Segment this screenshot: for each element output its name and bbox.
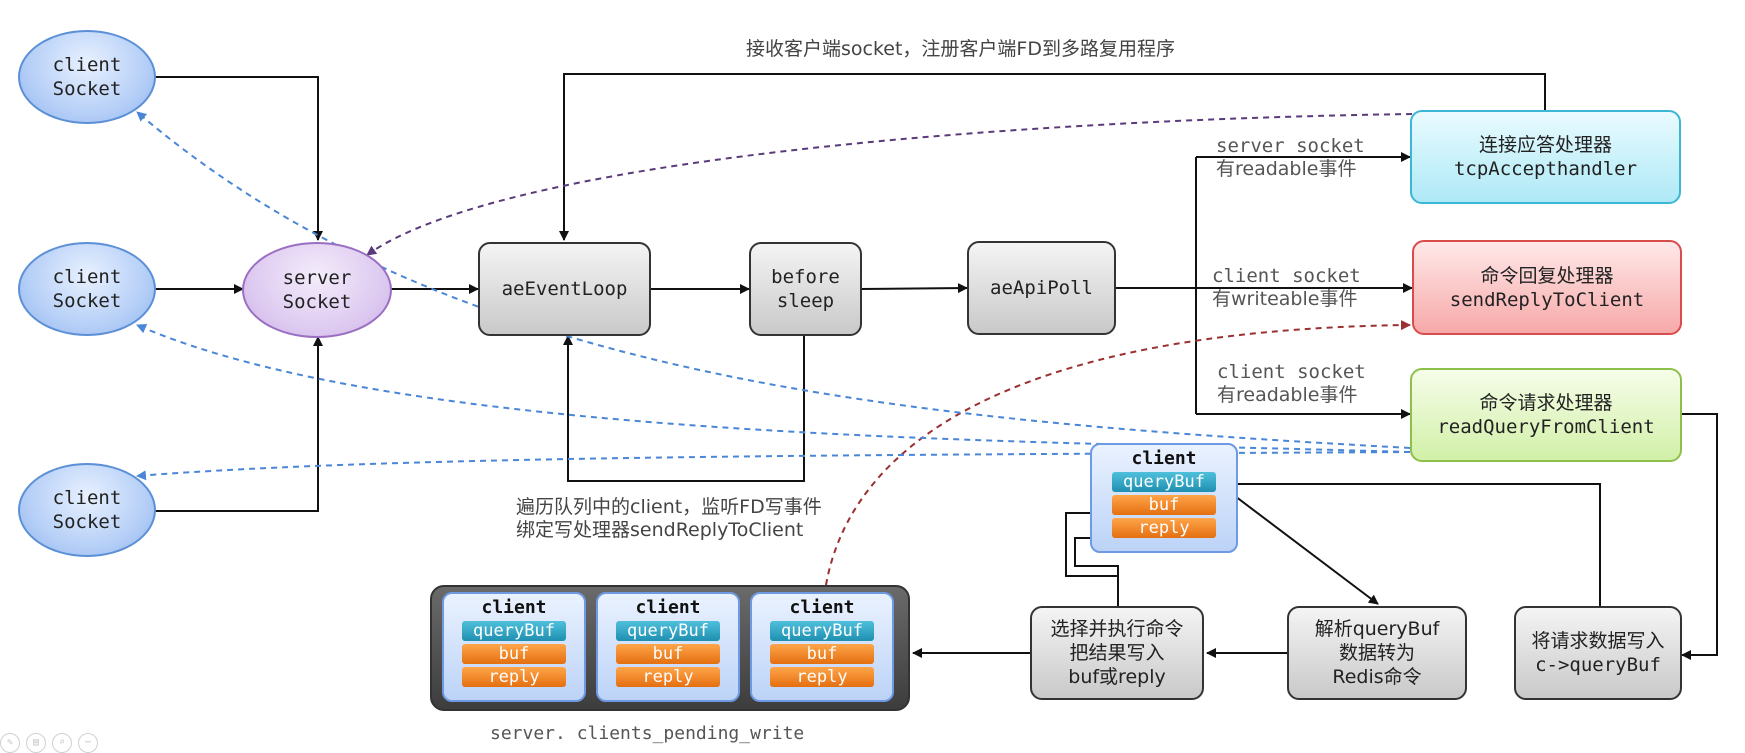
server-readable-line2: 有readable事件 xyxy=(1216,158,1357,180)
client-readable-line1: client socket xyxy=(1217,361,1366,383)
pending-client-2-querybuf: queryBuf xyxy=(616,621,720,641)
client1-to-server-arrow xyxy=(155,76,323,241)
before-sleep-line2: sleep xyxy=(776,290,835,312)
pending-client-2-buf: buf xyxy=(616,644,720,664)
pending-client-2: client queryBuf buf reply xyxy=(596,592,740,702)
pending-label: server. clients_pending_write xyxy=(490,723,805,744)
write-query-line2: c->queryBuf xyxy=(1535,654,1661,676)
loop-note: 遍历队列中的client，监听FD写事件 绑定写处理器sendReplyToCl… xyxy=(516,496,822,542)
pending-client-1-reply: reply xyxy=(462,667,566,687)
beforesleep-loop-arrow xyxy=(563,335,805,482)
save-icon[interactable]: ▤ xyxy=(26,733,46,753)
execute-line2: 把结果写入 xyxy=(1069,642,1165,664)
pending-client-3: client queryBuf buf reply xyxy=(750,592,894,702)
server-socket-line2: Socket xyxy=(282,291,352,313)
reply-handler-title: 命令回复处理器 xyxy=(1480,264,1614,287)
client-struct-reply: reply xyxy=(1112,518,1216,538)
parse-line2: 数据转为 xyxy=(1338,642,1415,664)
edit-icon[interactable]: ✎ xyxy=(0,733,20,753)
client-readable-label: client socket 有readable事件 xyxy=(1217,361,1366,407)
client-socket-1: client Socket xyxy=(18,30,156,124)
accept-handler-fn: tcpAccepthandler xyxy=(1453,158,1638,180)
slide-toolbar: ✎ ▤ ⌕ ⋯ xyxy=(0,733,98,753)
before-sleep-box: before sleep xyxy=(749,242,862,336)
more-icon[interactable]: ⋯ xyxy=(78,733,98,753)
write-query-line1: 将请求数据写入 xyxy=(1531,630,1665,652)
server-readable-label: server socket 有readable事件 xyxy=(1216,135,1365,181)
client-socket-3-line1: client xyxy=(52,487,122,509)
dashed-pending-to-reply xyxy=(825,320,1411,586)
pending-client-1-querybuf: queryBuf xyxy=(462,621,566,641)
client-socket-1-line1: client xyxy=(52,54,122,76)
client-struct-title: client xyxy=(1131,448,1197,469)
accept-handler-title: 连接应答处理器 xyxy=(1478,134,1612,156)
write-query-box: 将请求数据写入 c->queryBuf xyxy=(1514,606,1682,700)
pending-client-1-title: client xyxy=(481,597,547,618)
client-writeable-label: client socket 有writeable事件 xyxy=(1212,265,1361,311)
zoom-icon[interactable]: ⌕ xyxy=(52,733,72,753)
writequery-to-querybuf-arrow xyxy=(1218,479,1601,606)
parse-line3: Redis命令 xyxy=(1332,666,1422,688)
request-handler-title: 命令请求处理器 xyxy=(1479,392,1613,414)
client-socket-2: client Socket xyxy=(18,242,156,336)
request-handler-fn: readQueryFromClient xyxy=(1437,416,1655,438)
client-struct: client queryBuf buf reply xyxy=(1090,443,1238,553)
dashed-accept-to-server xyxy=(366,113,1413,256)
parse-line1: 解析queryBuf xyxy=(1314,618,1440,640)
server-socket-line1: server xyxy=(282,267,352,289)
dashed-request-to-client1 xyxy=(136,111,1411,449)
pending-client-2-reply: reply xyxy=(616,667,720,687)
client-writeable-line2: 有writeable事件 xyxy=(1212,288,1358,310)
execute-line3: buf或reply xyxy=(1068,666,1166,688)
before-sleep-line1: before xyxy=(771,266,840,288)
server-readable-line1: server socket xyxy=(1216,135,1365,157)
client-struct-buf: buf xyxy=(1112,495,1216,515)
top-note: 接收客户端socket，注册客户端FD到多路复用程序 xyxy=(746,38,1175,60)
accept-handler: 连接应答处理器 tcpAccepthandler xyxy=(1410,110,1681,204)
ae-event-loop-label: aeEventLoop xyxy=(501,278,628,300)
loop-note-line1: 遍历队列中的client，监听FD写事件 xyxy=(516,496,822,518)
pending-client-3-reply: reply xyxy=(770,667,874,687)
reply-handler: 命令回复处理器 sendReplyToClient xyxy=(1412,240,1682,335)
request-to-writequery-arrow xyxy=(1681,413,1718,660)
execute-to-reply-arrow xyxy=(1074,533,1119,576)
pending-client-3-querybuf: queryBuf xyxy=(770,621,874,641)
execute-box: 选择并执行命令 把结果写入 buf或reply xyxy=(1030,606,1204,700)
client-struct-querybuf: queryBuf xyxy=(1112,472,1216,492)
pending-client-2-title: client xyxy=(635,597,701,618)
ae-api-poll-box: aeApiPoll xyxy=(967,241,1116,335)
request-handler: 命令请求处理器 readQueryFromClient xyxy=(1410,368,1682,462)
ae-event-loop-box: aeEventLoop xyxy=(478,242,651,336)
ae-api-poll-label: aeApiPoll xyxy=(990,277,1093,299)
querybuf-parse-arrow xyxy=(1208,474,1379,605)
client-writeable-line1: client socket xyxy=(1212,265,1361,287)
pending-client-1: client queryBuf buf reply xyxy=(442,592,586,702)
pending-client-3-buf: buf xyxy=(770,644,874,664)
pending-client-1-buf: buf xyxy=(462,644,566,664)
reply-handler-fn: sendReplyToClient xyxy=(1449,288,1645,311)
client-socket-3-line2: Socket xyxy=(52,511,122,533)
client-readable-line2: 有readable事件 xyxy=(1217,384,1358,406)
parse-box: 解析queryBuf 数据转为 Redis命令 xyxy=(1287,606,1467,700)
loop-note-line2: 绑定写处理器sendReplyToClient xyxy=(516,519,804,541)
client-socket-2-line2: Socket xyxy=(52,290,122,312)
execute-to-buf-arrow xyxy=(1065,508,1119,606)
client3-to-server-arrow xyxy=(155,336,323,512)
client-socket-1-line2: Socket xyxy=(52,78,122,100)
beforesleep-to-apipoll-arrow xyxy=(859,283,968,294)
server-socket: server Socket xyxy=(242,242,392,338)
client-socket-3: client Socket xyxy=(18,463,156,557)
client-socket-2-line1: client xyxy=(52,266,122,288)
pending-client-3-title: client xyxy=(789,597,855,618)
execute-line1: 选择并执行命令 xyxy=(1050,618,1184,640)
accept-to-eventloop-arrow xyxy=(559,73,1546,241)
